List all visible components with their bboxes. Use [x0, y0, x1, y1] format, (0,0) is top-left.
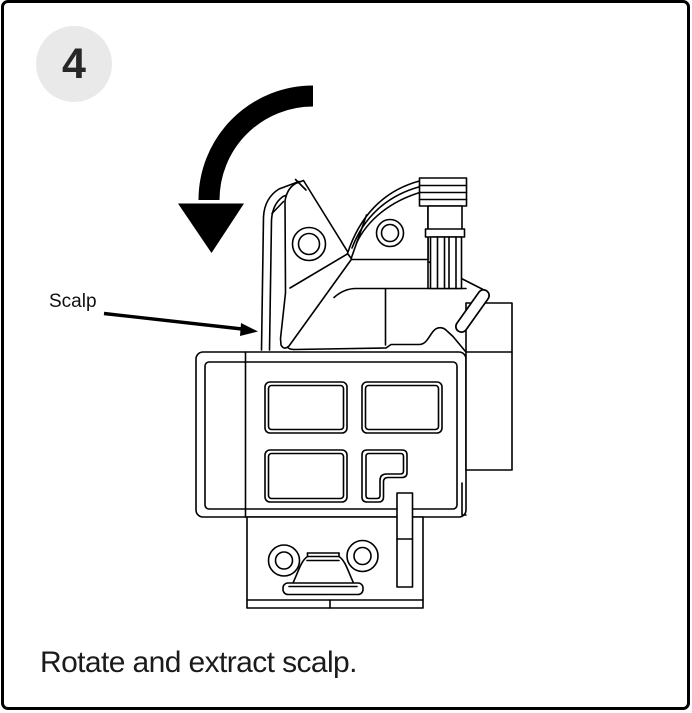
- step-number-badge: 4: [36, 26, 112, 102]
- housing-right-block: [461, 302, 513, 516]
- instruction-caption: Rotate and extract scalp.: [40, 646, 357, 679]
- scalp-left-plate: [279, 178, 353, 349]
- housing-recesses: [264, 381, 443, 503]
- housing-latch-slot: [396, 492, 414, 588]
- housing-inner-lip: [204, 361, 458, 510]
- housing-bottom-block: [246, 516, 424, 609]
- scalp-strip: [260, 180, 302, 351]
- callout-label: Scalp: [49, 291, 97, 312]
- rotate-arrow-icon: [178, 85, 314, 253]
- connector-housing-drawing: [195, 302, 513, 609]
- scalp-latch-tab: [455, 289, 490, 333]
- step-number: 4: [62, 39, 86, 88]
- housing-outline: [195, 351, 467, 518]
- scalp-ribbed-block: [418, 177, 468, 290]
- scalp-right-plate: [346, 180, 429, 261]
- scalp-part-drawing: [260, 177, 490, 353]
- callout-arrow-icon: [103, 311, 258, 336]
